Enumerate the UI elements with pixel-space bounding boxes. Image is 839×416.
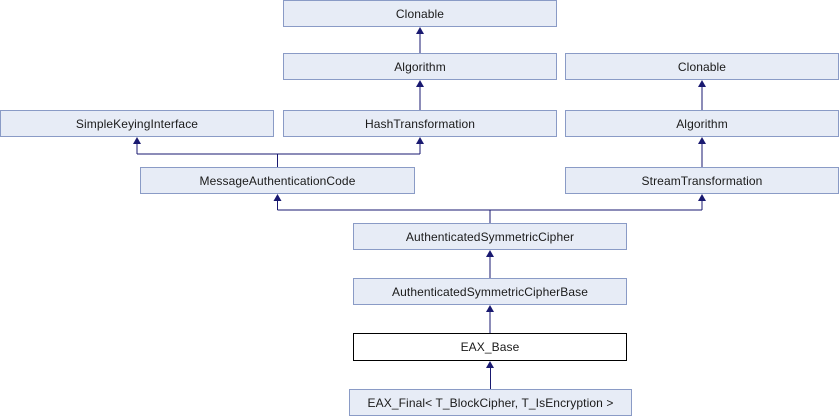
class-node-label: StreamTransformation xyxy=(641,173,763,188)
class-node-algorithm_mid[interactable]: Algorithm xyxy=(283,53,557,80)
class-node-label: MessageAuthenticationCode xyxy=(199,173,356,188)
class-node-eaxfinal[interactable]: EAX_Final< T_BlockCipher, T_IsEncryption… xyxy=(349,389,632,416)
class-node-mac[interactable]: MessageAuthenticationCode xyxy=(140,167,415,194)
class-node-label: SimpleKeyingInterface xyxy=(75,116,199,131)
class-node-label: AuthenticatedSymmetricCipher xyxy=(405,229,575,244)
class-node-algorithm_right[interactable]: Algorithm xyxy=(565,110,839,137)
class-node-asc[interactable]: AuthenticatedSymmetricCipher xyxy=(353,223,627,250)
class-node-streamtransform[interactable]: StreamTransformation xyxy=(565,167,839,194)
class-node-label: Clonable xyxy=(395,6,445,21)
class-node-label: AuthenticatedSymmetricCipherBase xyxy=(392,284,588,299)
class-node-clonable_top[interactable]: Clonable xyxy=(283,0,557,27)
class-node-simplekeying[interactable]: SimpleKeyingInterface xyxy=(0,110,274,137)
class-node-ascbase[interactable]: AuthenticatedSymmetricCipherBase xyxy=(353,278,627,305)
class-node-label: Clonable xyxy=(677,59,727,74)
class-node-label: EAX_Base xyxy=(460,340,520,354)
class-node-label: EAX_Final< T_BlockCipher, T_IsEncryption… xyxy=(367,395,614,410)
class-node-hashtransform[interactable]: HashTransformation xyxy=(283,110,557,137)
class-node-label: Algorithm xyxy=(676,116,728,131)
class-node-eaxbase[interactable]: EAX_Base xyxy=(353,333,627,361)
class-node-label: Algorithm xyxy=(394,59,446,74)
class-node-label: HashTransformation xyxy=(364,116,476,131)
class-node-clonable_right[interactable]: Clonable xyxy=(565,53,839,80)
